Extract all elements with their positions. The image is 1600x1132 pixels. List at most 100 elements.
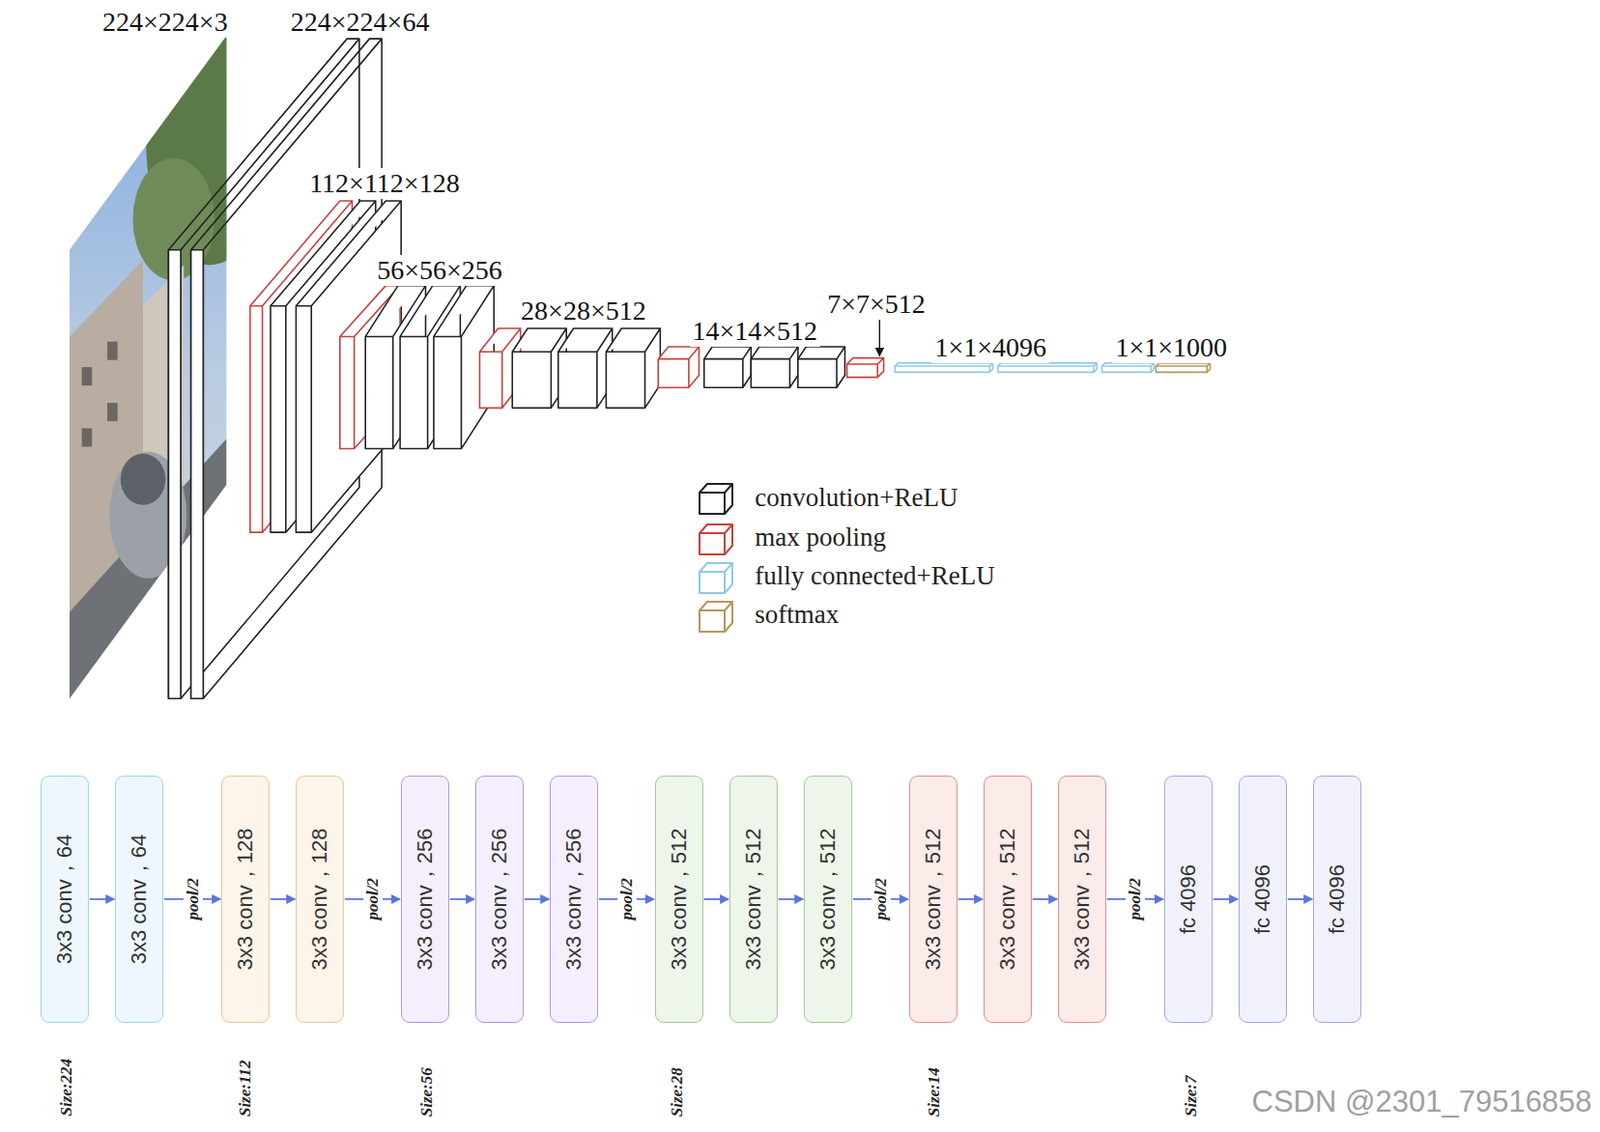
layer-box: 3x3 conv，512 — [983, 775, 1032, 1025]
legend-swatch — [696, 559, 738, 595]
layer-box: 3x3 conv，512 — [1057, 775, 1107, 1025]
legend-cube — [699, 601, 733, 632]
edge-label: pool/2 — [1125, 876, 1145, 922]
legend-cube — [699, 484, 733, 515]
layer-box: 3x3 conv，256 — [549, 775, 599, 1025]
arrow-connector — [778, 898, 803, 901]
layer-label: 3x3 conv，512 — [920, 828, 946, 972]
conv-block — [704, 346, 752, 388]
legend-swatch — [696, 480, 738, 515]
layer-box: 3x3 conv，64 — [40, 775, 89, 1025]
layer-label: fc 4096 — [1250, 864, 1276, 935]
edge-label: pool/2 — [363, 876, 383, 922]
size-label: Size:28 — [666, 1067, 686, 1117]
legend-text: fully connected+ReLU — [754, 561, 995, 592]
conv-block-face — [168, 250, 181, 700]
legend-swatch — [696, 598, 738, 633]
watermark: CSDN @2301_79516858 — [1252, 1085, 1593, 1120]
layer-box: 3x3 conv，128 — [221, 775, 270, 1025]
legend-swatch — [696, 520, 738, 556]
street-photo — [61, 20, 274, 704]
edge-label: pool/2 — [871, 876, 891, 922]
arrow-connector — [1213, 898, 1238, 901]
arrow-connector — [524, 898, 549, 901]
layer-box: fc 4096 — [1238, 775, 1287, 1025]
layer-box: 3x3 conv，512 — [729, 775, 778, 1025]
photo-car-window — [120, 454, 166, 506]
size-label: Size:14 — [924, 1067, 944, 1117]
softmax-block — [1155, 363, 1210, 373]
layer-label: fc 4096 — [1175, 864, 1201, 935]
layer-box: 3x3 conv，512 — [803, 775, 853, 1025]
conv-block — [750, 346, 799, 388]
layer-box: 3x3 conv，64 — [114, 775, 164, 1025]
layer-label: 3x3 conv，512 — [1069, 828, 1095, 972]
conv-block — [798, 346, 846, 388]
arrow-connector — [1287, 898, 1313, 901]
layer-label: fc 4096 — [1324, 864, 1350, 935]
dimension-label: 7×7×512 — [824, 288, 929, 320]
leader-arrow — [879, 318, 881, 356]
layer-box: 3x3 conv，128 — [295, 775, 344, 1025]
legend-row: max pooling — [696, 520, 886, 556]
pool-block — [657, 346, 699, 388]
size-label: Size:56 — [417, 1067, 437, 1117]
fc-block — [1102, 363, 1155, 373]
legend-text: softmax — [754, 600, 839, 630]
edge-label: pool/2 — [183, 876, 203, 922]
dimension-label: 56×56×256 — [373, 255, 506, 286]
layer-label: 3x3 conv，256 — [412, 828, 438, 972]
layer-box: 3x3 conv，512 — [655, 775, 704, 1025]
legend-text: max pooling — [754, 522, 886, 553]
dimension-label: 112×112×128 — [306, 168, 463, 200]
legend-cube — [699, 524, 733, 555]
dimension-label: 28×28×512 — [517, 295, 650, 327]
dimension-label: 1×1×4096 — [931, 332, 1050, 364]
layer-label: 3x3 conv，256 — [561, 828, 587, 972]
conv-block — [605, 328, 660, 408]
layer-label: 3x3 conv，128 — [307, 828, 333, 972]
arrow-connector — [1032, 898, 1058, 901]
legend-cube — [699, 563, 733, 594]
layer-box: 3x3 conv，256 — [475, 775, 524, 1025]
layer-box: fc 4096 — [1313, 775, 1362, 1025]
layer-box: fc 4096 — [1164, 775, 1213, 1025]
layer-label: 3x3 conv，512 — [815, 828, 841, 972]
dimension-label: 224×224×64 — [287, 6, 433, 38]
arrow-connector — [270, 898, 295, 901]
arrow-connector — [704, 898, 729, 901]
pool-block — [847, 358, 885, 378]
fc-block — [894, 363, 993, 373]
layer-label: 3x3 conv，512 — [741, 828, 767, 972]
layer-label: 3x3 conv，256 — [486, 828, 513, 972]
size-label: Size:7 — [1182, 1075, 1202, 1117]
arrow-connector — [89, 898, 115, 901]
layer-label: 3x3 conv，512 — [995, 828, 1021, 972]
legend-text: convolution+ReLU — [754, 483, 958, 514]
layer-label: 3x3 conv，64 — [126, 834, 152, 966]
layer-label: 3x3 conv，512 — [666, 828, 692, 972]
legend-row: softmax — [696, 598, 839, 633]
photo-window — [107, 342, 118, 361]
edge-label: pool/2 — [617, 876, 637, 922]
legend-row: convolution+ReLU — [696, 480, 958, 515]
size-label: Size:112 — [234, 1059, 255, 1117]
arrow-connector — [958, 898, 983, 901]
legend-row: fully connected+ReLU — [696, 559, 995, 595]
arrow-connector — [450, 898, 475, 901]
layer-box: 3x3 conv，256 — [400, 775, 450, 1025]
fc-block — [998, 363, 1097, 373]
dimension-label: 1×1×1000 — [1112, 332, 1230, 364]
dimension-label: 14×14×512 — [689, 315, 822, 347]
conv-block — [558, 328, 613, 408]
layer-label: 3x3 conv，64 — [52, 834, 78, 966]
size-label: Size:224 — [57, 1058, 77, 1117]
dimension-label: 224×224×3 — [99, 6, 231, 38]
conv-block-face — [191, 250, 204, 700]
layer-label: 3x3 conv，128 — [232, 828, 258, 972]
photo-window — [82, 367, 93, 386]
photo-window — [107, 402, 118, 422]
photo-window — [82, 428, 93, 447]
layer-box: 3x3 conv，512 — [909, 775, 958, 1025]
